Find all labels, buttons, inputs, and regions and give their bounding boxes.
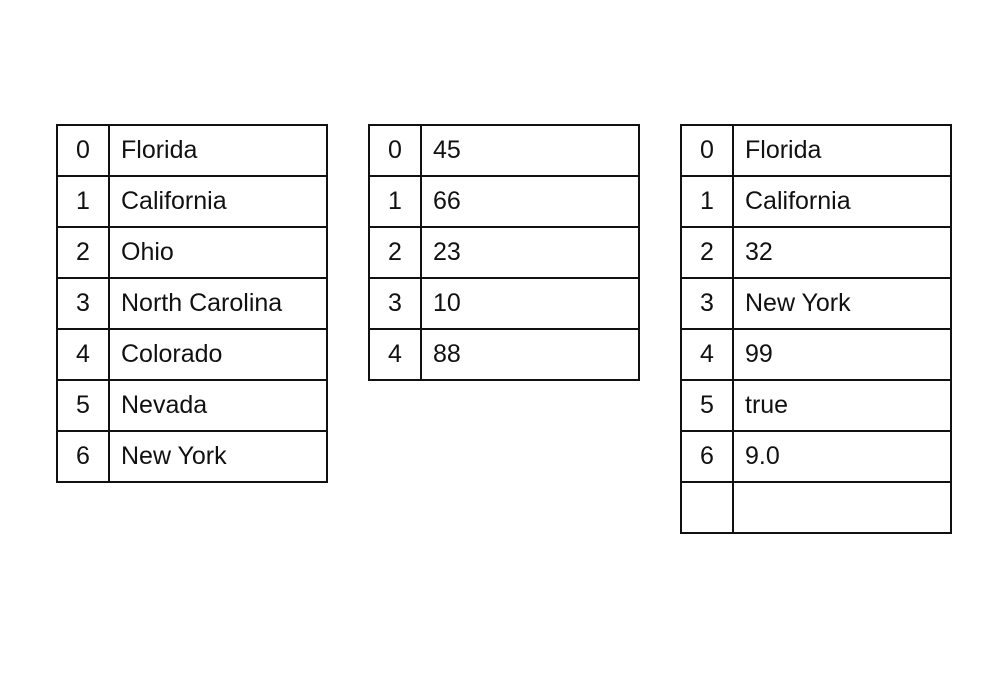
index-cell: 4 <box>680 328 734 381</box>
value-cell: New York <box>108 430 328 483</box>
value-cell: 88 <box>420 328 640 381</box>
index-cell: 3 <box>368 277 422 330</box>
index-cell: 4 <box>368 328 422 381</box>
value-cell: 66 <box>420 175 640 228</box>
index-cell: 0 <box>368 124 422 177</box>
value-cell: 10 <box>420 277 640 330</box>
value-cell: Florida <box>108 124 328 177</box>
value-cell: Ohio <box>108 226 328 279</box>
index-cell: 0 <box>680 124 734 177</box>
value-cell: 99 <box>732 328 952 381</box>
index-cell: 1 <box>56 175 110 228</box>
index-cell: 6 <box>680 430 734 483</box>
value-cell: New York <box>732 277 952 330</box>
index-cell <box>680 481 734 534</box>
table-row <box>680 481 952 534</box>
value-cell: 45 <box>420 124 640 177</box>
value-cell: 32 <box>732 226 952 279</box>
index-cell: 3 <box>680 277 734 330</box>
value-cell: 9.0 <box>732 430 952 483</box>
index-cell: 5 <box>56 379 110 432</box>
value-cell <box>732 481 952 534</box>
index-cell: 0 <box>56 124 110 177</box>
value-cell: California <box>108 175 328 228</box>
value-cell: 23 <box>420 226 640 279</box>
index-cell: 6 <box>56 430 110 483</box>
index-cell: 3 <box>56 277 110 330</box>
index-cell: 5 <box>680 379 734 432</box>
index-cell: 4 <box>56 328 110 381</box>
value-cell: Colorado <box>108 328 328 381</box>
index-cell: 2 <box>680 226 734 279</box>
index-cell: 2 <box>56 226 110 279</box>
index-cell: 2 <box>368 226 422 279</box>
value-cell: North Carolina <box>108 277 328 330</box>
value-cell: California <box>732 175 952 228</box>
value-cell: Nevada <box>108 379 328 432</box>
value-cell: true <box>732 379 952 432</box>
index-cell: 1 <box>680 175 734 228</box>
value-cell: Florida <box>732 124 952 177</box>
index-cell: 1 <box>368 175 422 228</box>
